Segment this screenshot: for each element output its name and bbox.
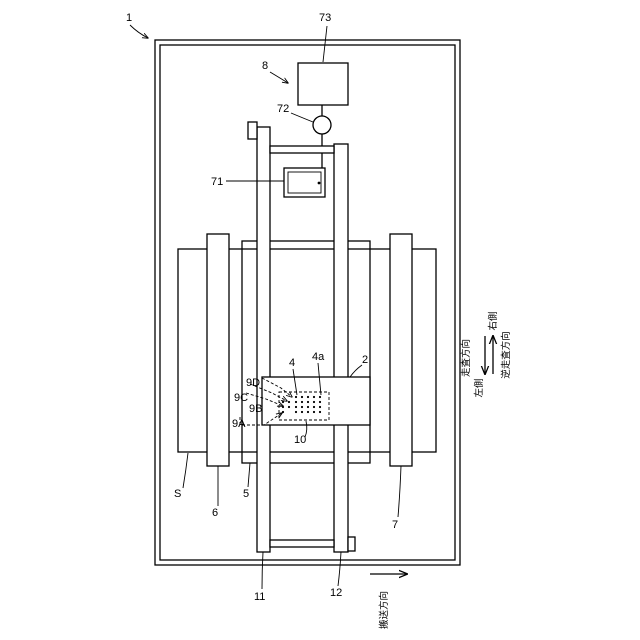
leader-roller-right [398, 466, 401, 517]
label-display-unit: 71 [211, 176, 223, 188]
legend-scan-direction: 走査方向 [460, 339, 472, 377]
leader-supply-unit [270, 72, 288, 83]
legend-right-side: 右側 [487, 311, 499, 330]
crossbar-bottom [270, 540, 334, 547]
label-stage-head: 2 [362, 354, 368, 366]
pump-circle [313, 116, 331, 134]
label-sensor-9a: 9A [232, 418, 246, 430]
housing-outer [155, 40, 460, 565]
label-roller-left: 6 [212, 507, 218, 519]
label-nozzle-row: 4 [289, 357, 295, 369]
label-sensor-9b: 9B [249, 403, 262, 415]
leader-rail [248, 463, 250, 487]
label-gantry-left: 11 [254, 591, 265, 603]
label-pump: 72 [277, 103, 289, 115]
label-rail: 5 [243, 488, 249, 500]
label-roller-right: 7 [392, 519, 398, 531]
tank-rect [298, 63, 348, 105]
label-sensor-9c: 9C [234, 392, 248, 404]
label-system: 1 [126, 12, 132, 24]
label-substrate: S [174, 488, 181, 500]
label-nozzle-face: 4a [312, 351, 325, 363]
gantry-left-cap [248, 122, 257, 139]
crossbar-top [270, 146, 334, 153]
gantry-right-rect [334, 144, 348, 552]
legend-reverse-scan-direction: 逆走査方向 [500, 331, 512, 379]
leader-stage-head [350, 365, 362, 377]
label-inspection-area: 10 [294, 434, 306, 446]
roller-left-rect [207, 234, 229, 466]
display-unit-led [318, 182, 321, 185]
roller-right-rect [390, 234, 412, 466]
leader-gantry-left [262, 552, 263, 589]
gantry-right-cap [348, 537, 355, 551]
legend-left-side: 左側 [473, 378, 485, 397]
label-sensor-9d: 9D [246, 377, 260, 389]
leader-substrate [183, 453, 188, 488]
label-tank: 73 [319, 12, 331, 24]
label-supply-unit: 8 [262, 60, 268, 72]
leader-system [130, 25, 148, 38]
label-gantry-right: 12 [330, 587, 342, 599]
leader-tank [323, 26, 327, 62]
stage-head-rect [262, 377, 370, 425]
leader-gantry-right [338, 552, 341, 586]
leader-pump [291, 113, 313, 122]
legend-transport-direction: 搬送方向 [378, 591, 390, 629]
gantry-left-rect [257, 127, 270, 552]
